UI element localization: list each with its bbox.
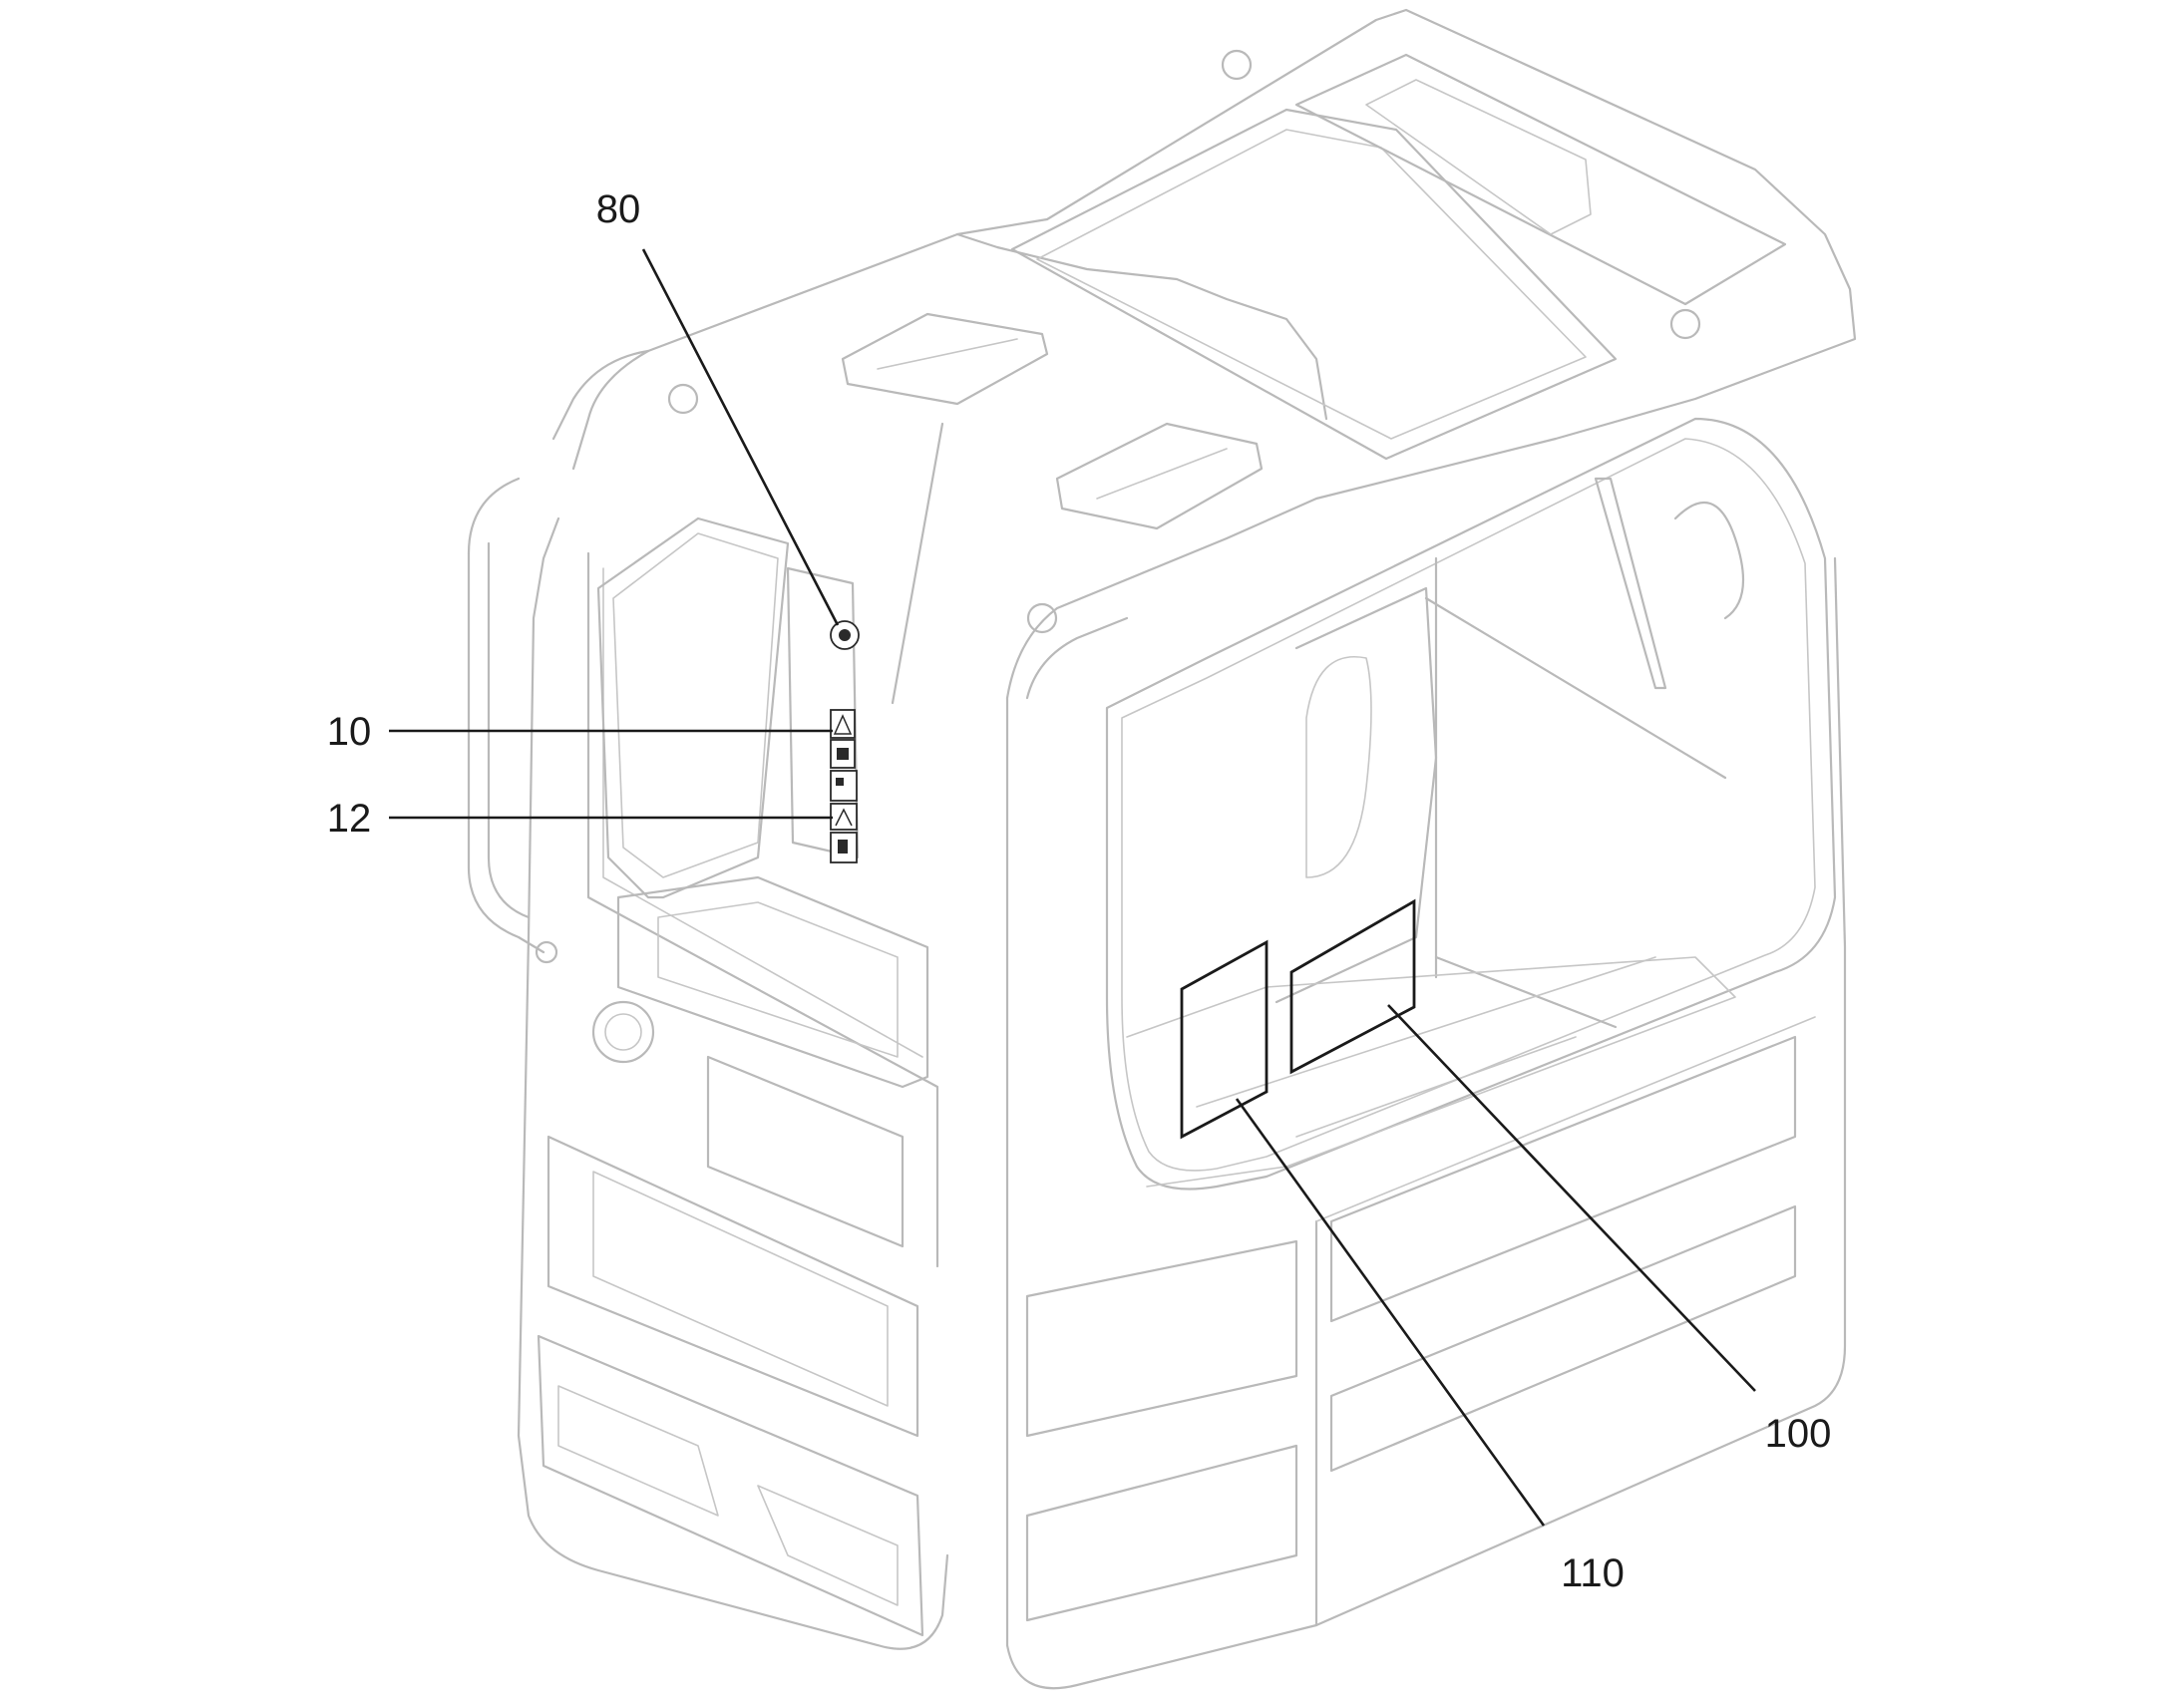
lifting-eye-icon: [1669, 308, 1701, 340]
decal-box-110: [1180, 939, 1269, 1140]
left-window: [596, 516, 790, 899]
front-windshield-opening: [1105, 417, 1837, 1191]
callout-110: 110: [1561, 1551, 1625, 1595]
lifting-eye-icon: [667, 383, 699, 415]
antenna: [891, 422, 944, 705]
leader-line-80: [641, 248, 840, 626]
pillar-decals: [830, 620, 860, 863]
roof-hatch: [1294, 53, 1787, 306]
front-lower-panel-left-a: [1025, 1239, 1298, 1438]
floor-plate: [1126, 956, 1736, 1188]
front-lower-panel-right-b: [1329, 1204, 1797, 1473]
interior-frame: [1274, 586, 1438, 1004]
callout-12: 12: [327, 797, 372, 841]
left-lower-panel-a: [546, 1135, 919, 1438]
cab-roof-outline: [551, 8, 1857, 700]
wiper-arm: [1594, 477, 1667, 690]
lifting-eye-icon: [1221, 49, 1253, 81]
callout-100: 100: [1765, 1412, 1832, 1456]
left-grab-handle: [467, 551, 545, 954]
roof-vent-right: [1055, 422, 1264, 530]
leader-line-100: [1387, 1004, 1756, 1392]
cab-roof-front-edge: [571, 349, 650, 471]
left-lower-panel-upper: [706, 1055, 905, 1248]
skylight-inner-frame: [1036, 129, 1587, 440]
latch-knob: [591, 1000, 655, 1064]
roof-hatch-panel: [1365, 79, 1592, 235]
skylight-frame: [1010, 108, 1618, 461]
lifting-eye-icon: [1026, 602, 1058, 634]
front-lower-panel-left-b: [1025, 1444, 1298, 1622]
decal-box-100: [1289, 898, 1416, 1075]
callout-10: 10: [327, 710, 372, 754]
left-lower-panel-b: [537, 1334, 924, 1637]
cab-front-corner-edge: [1025, 616, 1129, 700]
callout-labels: 80 10 12 100 110: [327, 187, 1832, 1595]
cab-left-panel-edge: [586, 551, 939, 1268]
callout-80: 80: [596, 187, 641, 231]
decal-location-boxes: [1180, 898, 1416, 1140]
front-lower-panel-right-a: [1329, 1035, 1797, 1323]
cab-front-outline: [1005, 556, 1847, 1690]
door-pillar: [786, 566, 860, 859]
side-tray: [616, 875, 929, 1089]
roof-vent-left: [841, 312, 1049, 406]
leader-lines: [389, 248, 1756, 1527]
seat-back: [1305, 656, 1372, 878]
cab-roof-top-ridge: [955, 232, 1328, 421]
leader-line-110: [1235, 1098, 1546, 1527]
cab-left-side-outline: [517, 516, 949, 1650]
operator-cab-illustration: [467, 8, 1857, 1690]
